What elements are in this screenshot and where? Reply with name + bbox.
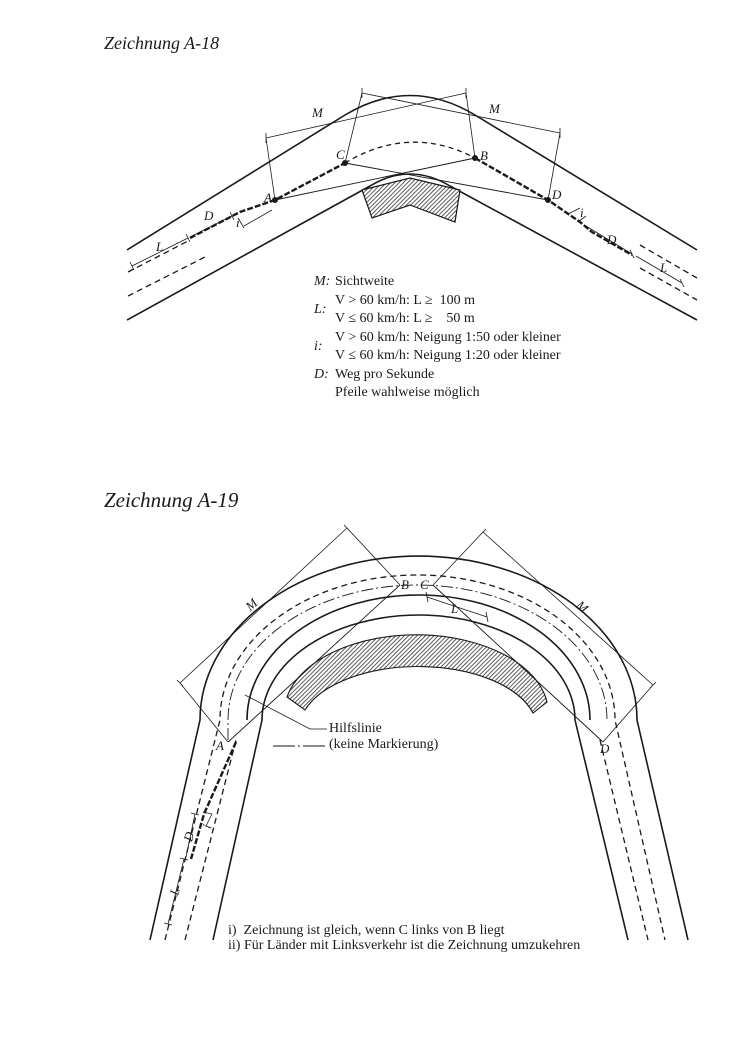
sight-line-a-b <box>274 157 476 201</box>
hilfslinie-callout: Hilfslinie (keine Markierung) <box>329 721 438 753</box>
dimension-m-left <box>176 524 401 743</box>
label-m-left: M <box>312 105 323 120</box>
obstacle-building <box>286 634 548 714</box>
label-l-right: L <box>660 260 668 275</box>
legend-i-line1: V > 60 km/h: Neigung 1:50 oder kleiner <box>335 329 561 345</box>
label-m-right: M <box>489 101 500 116</box>
figure-a19-drawing <box>149 524 689 941</box>
obstacle-building <box>361 177 461 223</box>
hilfslinie-label: Hilfslinie <box>329 721 382 736</box>
label-l-left: L <box>156 239 164 254</box>
lane-line-dashed-right <box>599 739 649 941</box>
dimension-l-left <box>163 857 189 926</box>
hilfslinie-leader <box>244 694 327 730</box>
lane-line-left-1 <box>127 239 191 273</box>
dimension-m-right <box>344 88 561 201</box>
point-c <box>342 160 348 166</box>
lane-edge-middle <box>246 594 591 721</box>
sight-line-a-b <box>227 584 401 743</box>
legend-key-l: L: <box>314 301 327 317</box>
figure-a18-title: Zeichnung A-18 <box>104 33 220 53</box>
center-line-dashed <box>344 141 476 164</box>
figure-a19-title: Zeichnung A-19 <box>104 488 239 512</box>
figure-a18-drawing <box>126 88 698 321</box>
legend-i-line2: V ≤ 60 km/h: Neigung 1:20 oder kleiner <box>335 348 561 363</box>
dimension-d-left <box>185 812 200 858</box>
dimension-l-top <box>425 591 489 623</box>
dimension-m-right <box>432 528 657 743</box>
label-d-left: D <box>204 208 214 223</box>
no-overtaking-marking-right <box>474 156 633 257</box>
label-point-d: D <box>552 187 562 202</box>
label-point-a: A <box>264 190 272 205</box>
legend-key-d: D: <box>314 366 329 382</box>
road-outer-edge <box>149 555 689 941</box>
lane-line-right-1 <box>639 244 698 279</box>
figure-a19-notes: i) Zeichnung ist gleich, wenn C links vo… <box>228 923 580 953</box>
figure-a18-legend: M: Sichtweite L: V > 60 km/h: L ≥ 100 m V … <box>314 273 561 403</box>
lane-line-left-2 <box>127 256 206 297</box>
no-overtaking-marking-left <box>189 741 238 860</box>
legend-l-line1: V > 60 km/h: L ≥ 100 m <box>335 292 476 308</box>
lane-line-dashed-outer <box>164 574 666 941</box>
point-a <box>272 197 278 203</box>
label-point-a: A <box>216 738 224 753</box>
sight-line-c-d <box>432 584 604 743</box>
label-d-right: D <box>607 232 617 247</box>
dimension-l-right <box>635 255 685 288</box>
lane-line-right-2 <box>639 267 698 301</box>
note-2: ii) Für Länder mit Linksverkehr ist die … <box>228 938 581 953</box>
dimension-d-left <box>189 211 235 238</box>
label-i-left: i <box>236 215 240 230</box>
lane-line-dashed-inner <box>184 739 237 941</box>
dimension-m-left <box>265 88 476 201</box>
legend-d-text: Weg pro Sekunde <box>335 366 435 382</box>
note-1: i) Zeichnung ist gleich, wenn C links vo… <box>228 923 505 938</box>
road-inner-edge <box>212 614 629 941</box>
auxiliary-line-dash-dot <box>227 584 608 740</box>
label-point-b: B <box>401 577 409 592</box>
label-l-top: L <box>451 601 459 616</box>
point-d <box>545 197 551 203</box>
label-i-right: i <box>580 205 584 220</box>
label-point-c: C <box>420 577 429 592</box>
dimension-l-left <box>129 233 191 271</box>
legend-key-m: M: <box>314 274 331 289</box>
no-overtaking-marking-left <box>189 161 346 240</box>
hilfslinie-note: (keine Markierung) <box>329 737 439 752</box>
point-b <box>472 155 478 161</box>
sight-line-c-d <box>344 162 549 201</box>
label-point-b: B <box>480 148 488 163</box>
legend-l-line2: V ≤ 60 km/h: L ≥ 50 m <box>335 311 475 326</box>
dimension-i-right <box>567 207 587 223</box>
dimension-i-left <box>202 811 213 827</box>
label-point-c: C <box>336 147 345 162</box>
dimension-i-left <box>237 209 273 229</box>
label-point-d: D <box>600 741 610 756</box>
legend-key-i: i: <box>314 338 323 354</box>
legend-arrows-text: Pfeile wahlweise möglich <box>335 385 480 400</box>
road-outer-edge <box>126 94 698 251</box>
road-inner-edge <box>126 173 698 321</box>
dimension-d-right <box>585 225 635 259</box>
legend-m-text: Sichtweite <box>335 274 395 289</box>
